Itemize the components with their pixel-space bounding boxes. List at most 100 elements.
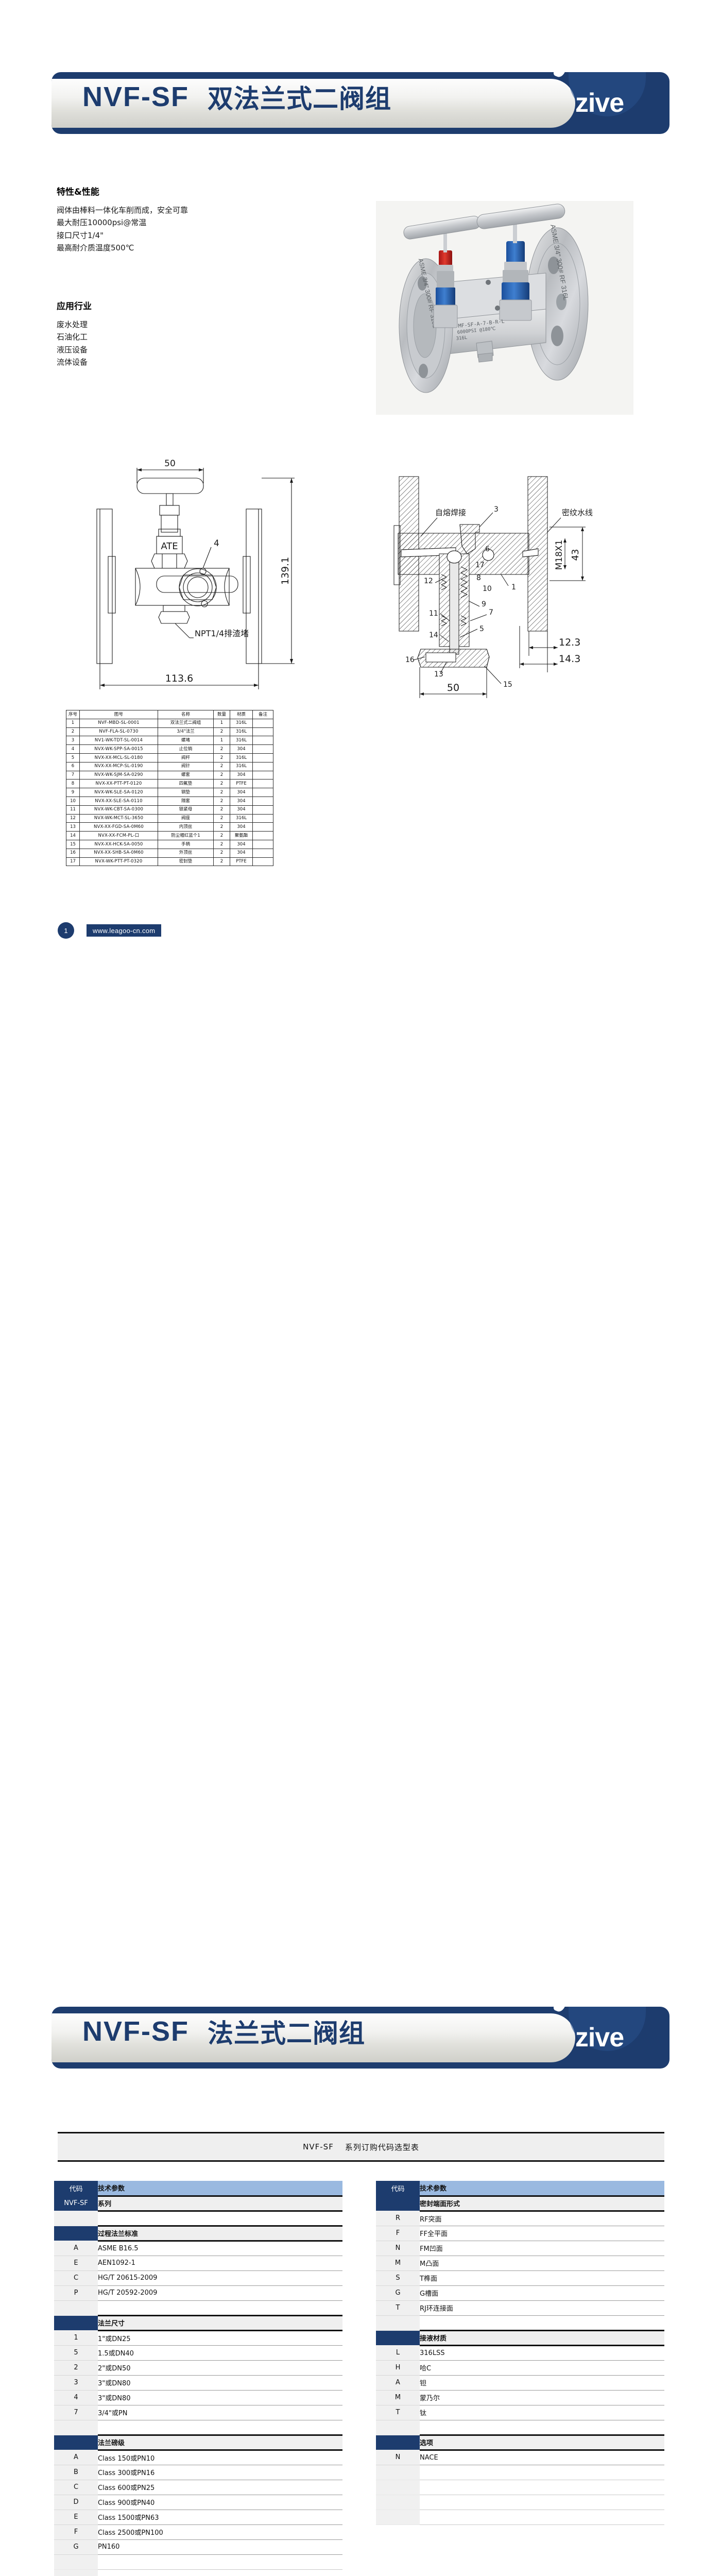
bom-cell: NVX-XX-PTT-PT-0120: [79, 779, 158, 789]
selection-code-cell[interactable]: H: [376, 2360, 420, 2376]
selection-code-cell[interactable]: T: [376, 2405, 420, 2420]
selection-code-cell[interactable]: L: [376, 2345, 420, 2361]
selection-code-cell[interactable]: R: [376, 2211, 420, 2226]
selection-value-cell: 3"或DN80: [98, 2390, 342, 2405]
selection-code-cell[interactable]: N: [376, 2241, 420, 2256]
bom-cell: 钢垫: [158, 788, 214, 797]
selection-spacer-code: [376, 2420, 420, 2435]
bom-cell: [252, 727, 273, 737]
selection-code-cell[interactable]: N: [376, 2450, 420, 2465]
bom-cell: NVX-XX-FGD-SA-0M60: [79, 822, 158, 832]
selection-row: [54, 2554, 342, 2570]
svg-text:17: 17: [475, 561, 485, 569]
bom-cell: 2: [213, 727, 230, 737]
features-block: 特性&性能 阀体由棒料一体化车削而成，安全可靠 最大耐压10000psi@常温 …: [57, 184, 273, 254]
selection-value-cell: Class 300或PN16: [98, 2465, 342, 2480]
page1-product-name: 双法兰式二阀组: [208, 83, 391, 114]
svg-text:4: 4: [214, 538, 219, 549]
selection-col-header-param: 技术参数: [98, 2181, 342, 2196]
selection-code-cell[interactable]: C: [54, 2480, 98, 2495]
selection-row: [376, 2315, 664, 2331]
selection-code-cell[interactable]: E: [54, 2510, 98, 2525]
selection-value-cell: HG/T 20592-2009: [98, 2285, 342, 2301]
selection-spacer-value: [420, 2510, 664, 2525]
bom-cell: [252, 744, 273, 754]
page1-model-code: NVF-SF: [82, 81, 189, 112]
svg-text:11: 11: [429, 609, 438, 618]
feature-line: 阀体由棒料一体化车削而成，安全可靠: [57, 206, 188, 215]
selection-code-cell[interactable]: B: [54, 2465, 98, 2480]
selection-value-cell: Class 2500或PN100: [98, 2524, 342, 2540]
bom-cell: NVX-XX-SLE-SA-0110: [79, 796, 158, 806]
bom-cell: NVX-WK-PTT-PT-0320: [79, 857, 158, 867]
selection-row: [54, 2300, 342, 2316]
bom-cell: [252, 831, 273, 840]
selection-code-cell[interactable]: A: [54, 2450, 98, 2465]
bom-cell: NVF-FLA-SL-0730: [79, 727, 158, 737]
bom-cell: 锁紧母: [158, 805, 214, 815]
selection-code-cell[interactable]: A: [54, 2241, 98, 2256]
bom-cell: NVX-WK-SPP-SA-0015: [79, 744, 158, 754]
svg-text:NPT1/4排渣堵: NPT1/4排渣堵: [195, 629, 249, 638]
selection-code-cell[interactable]: M: [376, 2390, 420, 2405]
bom-cell: 阀座: [158, 814, 214, 823]
selection-code-cell[interactable]: 3: [54, 2375, 98, 2391]
svg-text:7: 7: [489, 608, 493, 617]
page2-product-name: 法兰式二阀组: [208, 2018, 365, 2048]
selection-code-cell[interactable]: T: [376, 2300, 420, 2316]
svg-text:密纹水线: 密纹水线: [562, 508, 593, 517]
bom-cell: 止位销: [158, 744, 214, 754]
selection-code-cell[interactable]: C: [54, 2270, 98, 2286]
bom-cell: 双法兰式二阀组: [158, 718, 214, 728]
page-2: NVF-SF 法兰式二阀组 zive NVF-SF 系列订购代码选型表 代码技术…: [0, 979, 721, 2576]
selection-code-cell[interactable]: S: [376, 2270, 420, 2286]
selection-code-cell[interactable]: E: [54, 2256, 98, 2271]
bom-cell: 304: [230, 788, 253, 797]
bom-cell: 2: [213, 770, 230, 780]
page-number-badge: 1: [58, 922, 74, 939]
selection-code-cell[interactable]: G: [54, 2539, 98, 2555]
bom-cell: 1: [213, 736, 230, 745]
website-label[interactable]: www.leagoo-cn.com: [87, 924, 162, 937]
feature-line: 最大耐压10000psi@常温: [57, 218, 147, 228]
selection-code-cell[interactable]: 7: [54, 2405, 98, 2420]
selection-col-header-code[interactable]: 代码: [376, 2181, 420, 2196]
bom-cell: [252, 753, 273, 762]
bom-cell: 2: [66, 727, 80, 737]
selection-row: [376, 2465, 664, 2480]
product-photo: ASME 3/4" 300# RF 316L ASME 3/4" 300# RF…: [376, 201, 633, 415]
industry-line: 石油化工: [57, 332, 88, 342]
selection-spacer-value: [420, 2465, 664, 2480]
selection-code-cell[interactable]: M: [376, 2256, 420, 2271]
selection-code-cell[interactable]: P: [54, 2285, 98, 2301]
selection-group-header-row: 接液材质: [376, 2329, 664, 2346]
selection-col-header-code[interactable]: 代码: [54, 2181, 98, 2196]
selection-code-cell[interactable]: 2: [54, 2360, 98, 2376]
selection-code-cell[interactable]: 5: [54, 2345, 98, 2361]
selection-group-code: [376, 2196, 420, 2211]
selection-series-code[interactable]: NVF-SF: [54, 2196, 98, 2211]
selection-spacer-value: [420, 2420, 664, 2435]
selection-spacer-code: [376, 2480, 420, 2495]
selection-code-cell[interactable]: 4: [54, 2390, 98, 2405]
bom-cell: 外顶丝: [158, 848, 214, 858]
selection-code-cell[interactable]: D: [54, 2495, 98, 2510]
svg-text:15: 15: [503, 681, 512, 689]
selection-code-cell[interactable]: 1: [54, 2330, 98, 2346]
bom-cell: 2: [213, 796, 230, 806]
selection-code-cell[interactable]: F: [54, 2524, 98, 2540]
selection-code-cell[interactable]: A: [376, 2375, 420, 2391]
drawing-section-view: 自熔焊接 3 密纹水线 6 17 8 1 12 10 9 7 11 14 5 1…: [384, 471, 641, 711]
selection-value-cell: 2"或DN50: [98, 2360, 342, 2376]
selection-code-cell[interactable]: F: [376, 2226, 420, 2241]
selection-code-cell[interactable]: G: [376, 2285, 420, 2301]
